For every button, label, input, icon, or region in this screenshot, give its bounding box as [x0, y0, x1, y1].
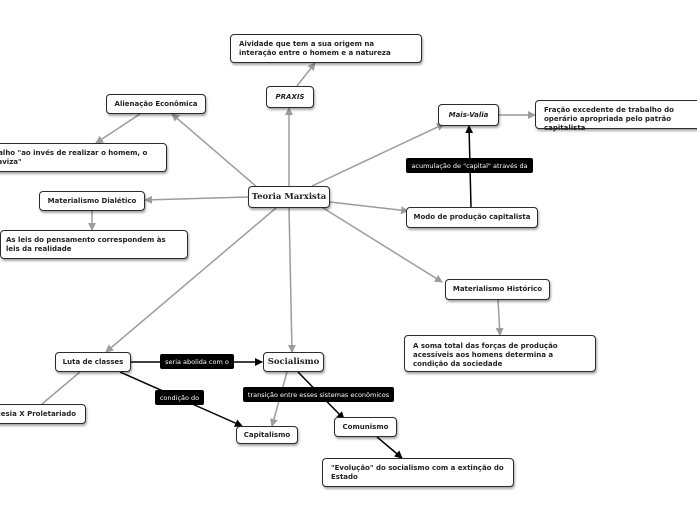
edge-root-luta-classes: [105, 207, 277, 353]
node-materialismo-historico-def[interactable]: A soma total das forças de produção aces…: [404, 335, 596, 372]
node-materialismo-historico[interactable]: Materialismo Histórico: [445, 279, 550, 300]
node-comunismo[interactable]: Comunismo: [334, 417, 397, 437]
node-praxis-def[interactable]: Aividade que tem a sua origem na interaç…: [230, 34, 422, 63]
label-seria-abolida: seria abolida com o: [160, 354, 234, 369]
edge-praxis-def: [296, 62, 316, 87]
edge-alienacao-def: [95, 113, 141, 144]
node-materialismo-dialetico[interactable]: Materialismo Dialético: [39, 191, 145, 211]
label-acumulacao: acumulação de "capital" através da: [406, 158, 533, 173]
node-burguesia-proletariado[interactable]: Burguesia X Proletariado: [0, 404, 86, 424]
edge-root-alienacao: [171, 113, 259, 189]
label-transicao: transição entre esses sistemas econômico…: [243, 387, 394, 402]
edge-comunismo-evolucao: [376, 436, 403, 459]
edge-root-materialismo-historico: [319, 205, 443, 283]
edge-root-socialismo: [287, 207, 296, 353]
node-capitalismo[interactable]: Capitalismo: [236, 426, 298, 444]
node-materialismo-dialetico-def[interactable]: As leis do pensamento correspondem às le…: [0, 230, 188, 259]
node-praxis[interactable]: PRAXIS: [266, 86, 314, 108]
node-teoria-marxista[interactable]: Teoria Marxista: [248, 186, 330, 208]
edge-luta-burguesia: [41, 371, 81, 405]
node-alienacao-economica[interactable]: Alienação Econômica: [106, 94, 206, 114]
edge-root-mais-valia: [311, 123, 445, 187]
node-evolucao-socialismo[interactable]: "Evolução" do socialismo com a extinção …: [322, 458, 514, 487]
edge-root-materialismo-dialetico: [144, 195, 249, 204]
node-mais-valia-def[interactable]: Fração excedente de trabalho do operário…: [535, 100, 697, 132]
node-modo-producao[interactable]: Modo de produção capitalista: [406, 207, 538, 228]
node-mais-valia[interactable]: Mais-Valia: [438, 104, 499, 126]
edge-root-modo-producao: [329, 201, 409, 215]
node-alienacao-def[interactable]: Trabalho "ao invés de realizar o homem, …: [0, 143, 167, 172]
node-socialismo[interactable]: Socialismo: [263, 352, 324, 372]
label-condicao-do: condição do: [155, 390, 204, 405]
node-luta-de-classes[interactable]: Luta de classes: [55, 352, 131, 372]
edge-materialismo-historico-def: [495, 299, 504, 336]
